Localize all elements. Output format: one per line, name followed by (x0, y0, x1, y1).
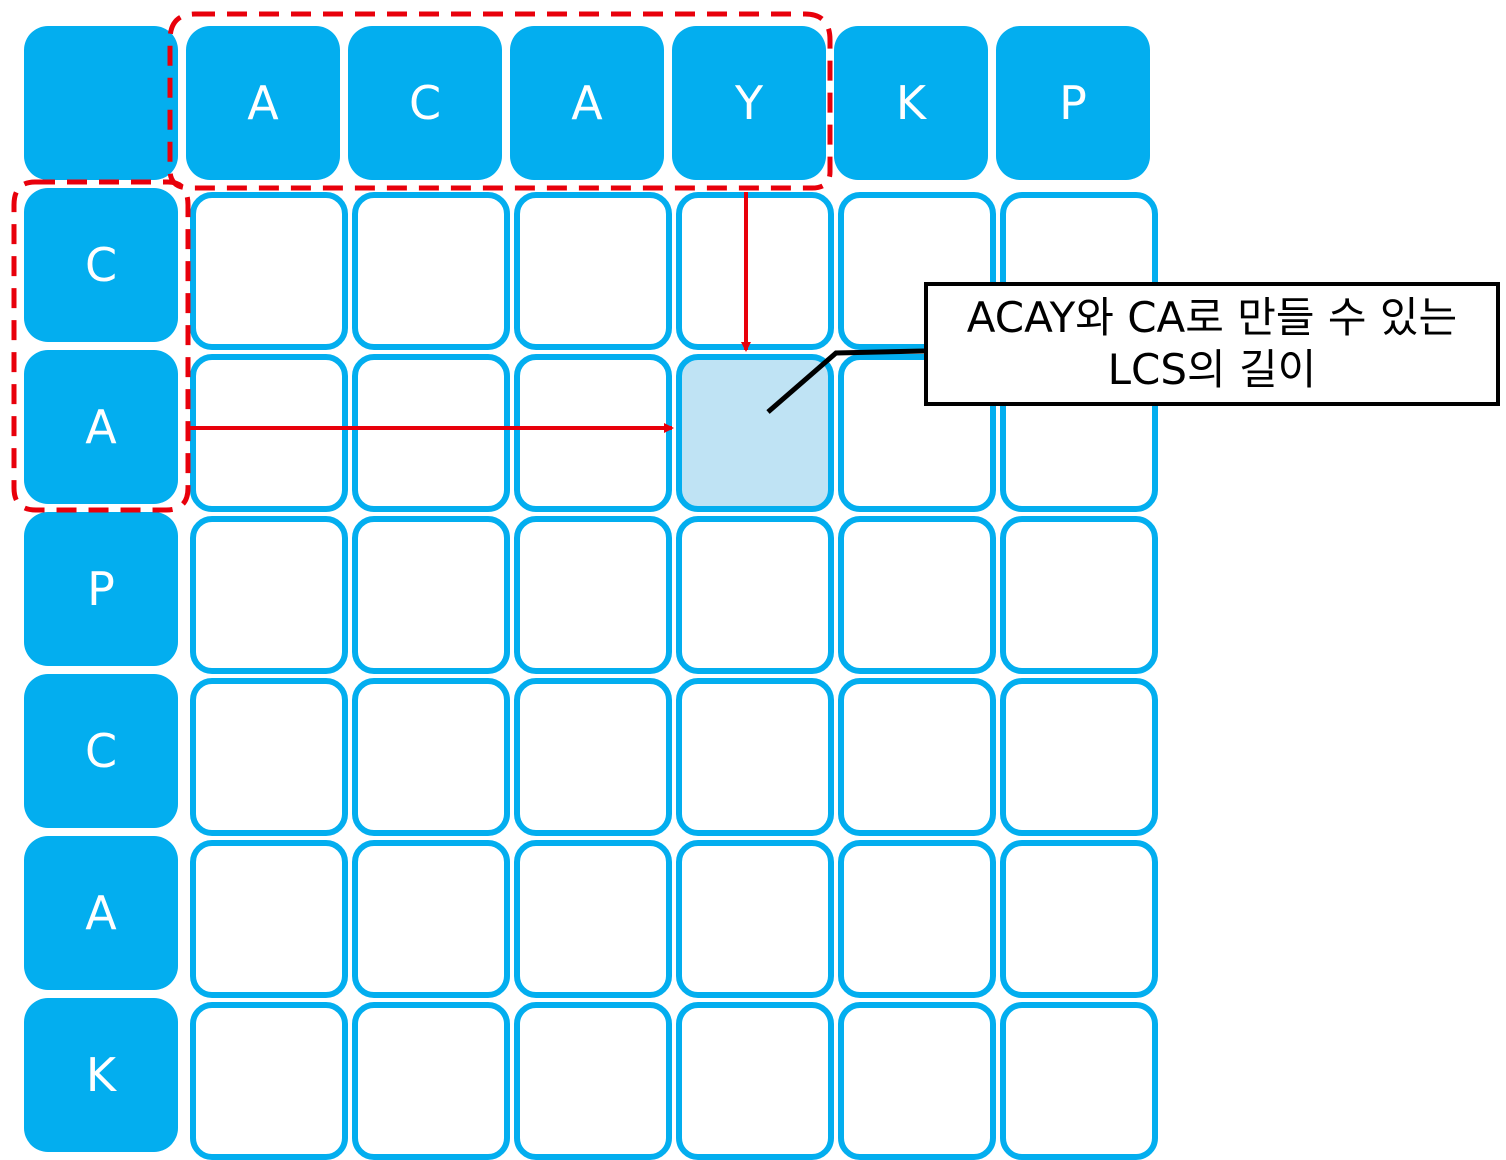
row-header: A (24, 836, 178, 990)
table-cell (1000, 516, 1158, 674)
table-cell (352, 192, 510, 350)
callout-text: ACAY와 CA로 만들 수 있는 LCS의 길이 (966, 293, 1458, 394)
corner-cell (24, 26, 178, 180)
column-header: K (834, 26, 988, 180)
table-cell (514, 354, 672, 512)
table-cell (352, 516, 510, 674)
table-cell (514, 840, 672, 998)
row-header: P (24, 512, 178, 666)
table-cell (1000, 678, 1158, 836)
table-cell (676, 1002, 834, 1160)
column-header: C (348, 26, 502, 180)
table-cell (838, 678, 996, 836)
table-cell (190, 516, 348, 674)
column-header: P (996, 26, 1150, 180)
highlighted-table-cell (676, 354, 834, 512)
table-cell (676, 192, 834, 350)
column-header: A (186, 26, 340, 180)
table-cell (190, 354, 348, 512)
row-header: C (24, 674, 178, 828)
table-cell (838, 192, 996, 350)
table-cell (1000, 840, 1158, 998)
table-cell (352, 678, 510, 836)
table-cell (352, 1002, 510, 1160)
table-cell (838, 516, 996, 674)
table-cell (1000, 1002, 1158, 1160)
table-cell (838, 840, 996, 998)
table-cell (190, 840, 348, 998)
table-cell (352, 354, 510, 512)
table-cell (838, 1002, 996, 1160)
callout-box: ACAY와 CA로 만들 수 있는 LCS의 길이 (924, 282, 1500, 406)
row-header: A (24, 350, 178, 504)
table-cell (514, 1002, 672, 1160)
table-cell (190, 1002, 348, 1160)
table-cell (676, 678, 834, 836)
column-header: A (510, 26, 664, 180)
row-header: K (24, 998, 178, 1152)
table-cell (190, 678, 348, 836)
table-cell (352, 840, 510, 998)
table-cell (676, 840, 834, 998)
column-header: Y (672, 26, 826, 180)
row-header: C (24, 188, 178, 342)
table-cell (676, 516, 834, 674)
table-cell (514, 192, 672, 350)
table-cell (514, 678, 672, 836)
table-cell (190, 192, 348, 350)
table-cell (514, 516, 672, 674)
